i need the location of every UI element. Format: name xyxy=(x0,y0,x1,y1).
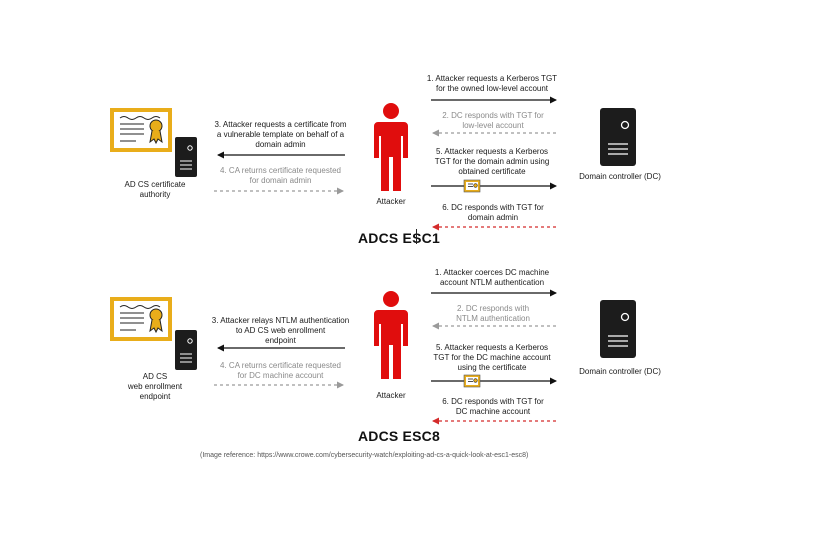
image-reference: (Image reference: https://www.crowe.com/… xyxy=(200,452,529,459)
ca-server-icon xyxy=(174,136,198,178)
dc-server-icon xyxy=(599,299,637,359)
mini-certificate-icon xyxy=(463,179,481,193)
esc8-step6-label: 6. DC responds with TGT for DC machine a… xyxy=(442,397,544,416)
attacker-icon xyxy=(374,103,408,191)
esc1-step1-label: 1. Attacker requests a Kerberos TGT for … xyxy=(426,74,558,93)
esc1-ca-label: AD CS certificate authority xyxy=(124,180,186,199)
certificate-icon xyxy=(109,107,173,153)
esc1-step3-label: 3. Attacker requests a certificate from … xyxy=(214,120,347,149)
text-cursor xyxy=(416,229,417,244)
esc8-step3-label: 3. Attacker relays NTLM authentication t… xyxy=(211,316,350,345)
mini-certificate-icon xyxy=(463,374,481,388)
esc8-step1-label: 1. Attacker coerces DC machine account N… xyxy=(434,268,550,287)
esc8-step2-label: 2. DC responds with NTLM authentication xyxy=(456,304,530,323)
esc8-step5-label: 5. Attacker requests a Kerberos TGT for … xyxy=(433,343,551,372)
ca-server-icon xyxy=(174,329,198,371)
esc8-title: ADCS ESC8 xyxy=(358,428,440,444)
esc1-step4-label: 4. CA returns certificate requested for … xyxy=(220,166,341,185)
certificate-icon xyxy=(109,296,173,342)
esc1-step2-label: 2. DC responds with TGT for low-level ac… xyxy=(442,111,544,130)
esc1-title: ADCS ESC1 xyxy=(358,230,440,246)
esc8-dc-label: Domain controller (DC) xyxy=(579,367,661,376)
dc-server-icon xyxy=(599,107,637,167)
esc8-attacker-label: Attacker xyxy=(376,391,406,400)
esc1-attacker-label: Attacker xyxy=(376,197,406,206)
esc1-dc-label: Domain controller (DC) xyxy=(579,172,661,181)
esc8-ca-label: AD CS web enrollment endpoint xyxy=(127,372,183,401)
attacker-icon xyxy=(374,291,408,379)
esc1-step6-label: 6. DC responds with TGT for domain admin xyxy=(442,203,544,222)
esc1-step5-label: 5. Attacker requests a Kerberos TGT for … xyxy=(434,147,550,176)
esc8-step4-label: 4. CA returns certificate requested for … xyxy=(220,361,341,380)
